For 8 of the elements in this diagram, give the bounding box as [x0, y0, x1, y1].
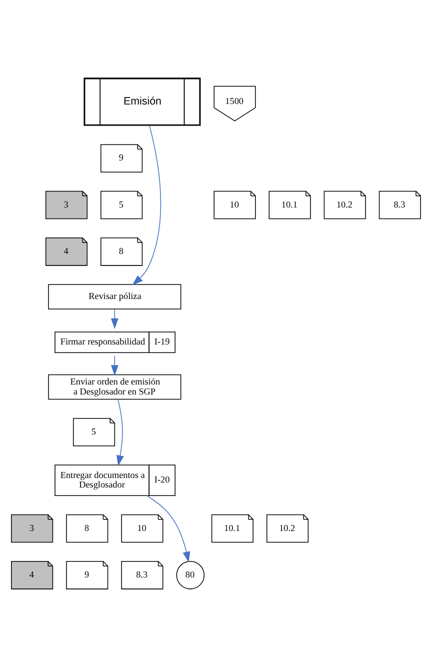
arrow	[110, 355, 118, 376]
node-box: Revisar póliza	[48, 284, 182, 310]
arrow	[146, 495, 190, 562]
arrow	[116, 398, 124, 466]
node-box: Enviar orden de emisión a Desglosador en SGP	[48, 374, 182, 400]
arrow	[110, 308, 118, 330]
arrow	[132, 125, 162, 286]
node-circle: 80	[176, 561, 205, 590]
